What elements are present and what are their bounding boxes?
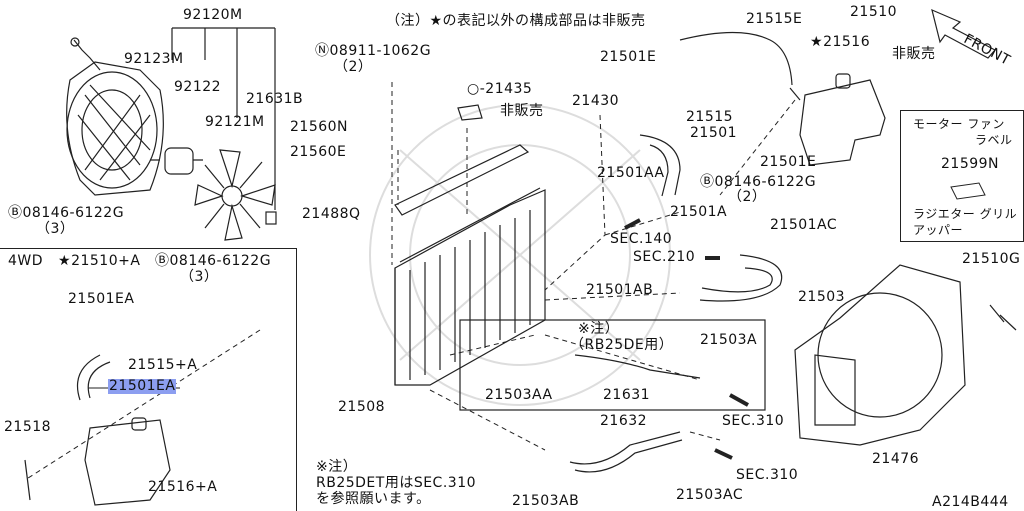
label-21631: 21631 (603, 387, 651, 403)
label-21631B: 21631B (246, 91, 304, 107)
label-21501EA-1: 21501EA (68, 291, 135, 307)
leader-dashed (24, 82, 796, 481)
lower-hose-21503 (699, 254, 783, 302)
hose-21632 (569, 431, 683, 473)
label-21510A: ★21510+A (58, 253, 141, 269)
label-sticker-icon (950, 182, 986, 200)
label-21516A: 21516+A (148, 479, 218, 495)
label-21501AA: 21501AA (597, 165, 665, 181)
label-21501E-a: 21501E (600, 49, 657, 65)
box-line-2: ラベル (975, 133, 1013, 147)
note-box-21631 (459, 319, 766, 411)
label-4wd-bolt: Ⓑ08146-6122G (155, 253, 272, 269)
label-21560N: 21560N (290, 119, 349, 135)
label-21516: ★21516 (810, 34, 871, 50)
bracket-92120M (171, 27, 276, 210)
label-92121M: 92121M (205, 114, 265, 130)
label-21476: 21476 (872, 451, 920, 467)
label-21503AC: 21503AC (676, 487, 744, 503)
label-21515: 21515 (686, 109, 734, 125)
label-21510: 21510 (850, 4, 898, 20)
label-21503: 21503 (798, 289, 846, 305)
label-21560E: 21560E (290, 144, 347, 160)
fan-motor (150, 147, 203, 175)
box-part: 21599N (941, 156, 1000, 172)
label-nut: Ⓝ08911-1062G (315, 43, 432, 59)
inset-4wd (0, 248, 297, 511)
note-mid-1: ※注） (578, 321, 620, 337)
label-21488Q: 21488Q (302, 206, 361, 222)
fan-shroud-left (66, 61, 164, 196)
arrow-sec310a (729, 393, 749, 407)
seal-strip (394, 144, 530, 216)
box-line-1: モーター ファン (913, 117, 1005, 131)
label-21518: 21518 (4, 419, 52, 435)
label-sec210: SEC.210 (633, 249, 696, 265)
label-21515E: 21515E (746, 11, 803, 27)
bolt-21510G (989, 304, 1017, 331)
note-bottom-2: RB25DET用はSEC.310 (316, 475, 477, 491)
fan-shroud-right (794, 264, 966, 446)
label-21430: 21430 (572, 93, 620, 109)
label-21508: 21508 (338, 399, 386, 415)
arrow-sec310b (714, 448, 733, 460)
label-21501: 21501 (690, 125, 738, 141)
label-21501EA-2-highlighted: 21501EA (108, 378, 177, 394)
motor-fan-label-box: モーター ファン ラベル 21599N ラジエター グリル アッパー (900, 110, 1024, 242)
label-92123M: 92123M (124, 51, 184, 67)
label-sec310b: SEC.310 (736, 467, 799, 483)
label-21501AC: 21501AC (770, 217, 838, 233)
label-21435: ○-21435 (467, 81, 533, 97)
fan-blade (194, 149, 276, 241)
reservoir-tank (789, 73, 886, 166)
upper-hose (639, 134, 681, 197)
fan-nut (265, 211, 277, 225)
note-bottom-3: を参照願います。 (316, 491, 431, 507)
label-hibanbai-1: 非販売 (500, 103, 544, 119)
label-21503AB: 21503AB (512, 493, 580, 509)
box-line-4: アッパー (913, 223, 964, 237)
label-21515A: 21515+A (128, 357, 198, 373)
label-21501A: 21501A (670, 204, 728, 220)
watermark (369, 104, 671, 406)
label-4wd-bolt-qty: （3） (180, 269, 219, 285)
front-arrow (931, 8, 996, 59)
arrow-sec140 (624, 218, 641, 230)
label-sec140: SEC.140 (610, 231, 673, 247)
note-mid-2: （RB25DE用） (570, 337, 674, 353)
label-bolt-right: Ⓑ08146-6122G (700, 174, 817, 190)
label-4wd: 4WD (8, 253, 44, 269)
reservoir-4wd (24, 354, 171, 506)
radiator-cap (457, 104, 483, 121)
label-nut-qty: （2） (334, 59, 373, 75)
label-bolt-left-qty: （3） (36, 221, 75, 237)
label-21510G: 21510G (962, 251, 1021, 267)
catalog-code: A214B444 (932, 494, 1009, 510)
label-21501E-b: 21501E (760, 154, 817, 170)
label-21501AB: 21501AB (586, 282, 654, 298)
label-bolt-right-qty: （2） (728, 189, 767, 205)
overflow-hose (679, 31, 793, 86)
label-92122: 92122 (174, 79, 222, 95)
label-sec310a: SEC.310 (722, 413, 785, 429)
label-21503A: 21503A (700, 332, 758, 348)
box-line-3: ラジエター グリル (913, 207, 1018, 221)
label-bolt-left: Ⓑ08146-6122G (8, 205, 125, 221)
label-21503AA: 21503AA (485, 387, 553, 403)
label-hibanbai-2: 非販売 (892, 46, 936, 62)
label-92120M: 92120M (183, 7, 243, 23)
header-note: （注）★の表記以外の構成部品は非販売 (386, 13, 646, 29)
note-bottom-1: ※注） (316, 459, 358, 475)
hose-21631 (574, 354, 701, 379)
label-21632: 21632 (600, 413, 648, 429)
